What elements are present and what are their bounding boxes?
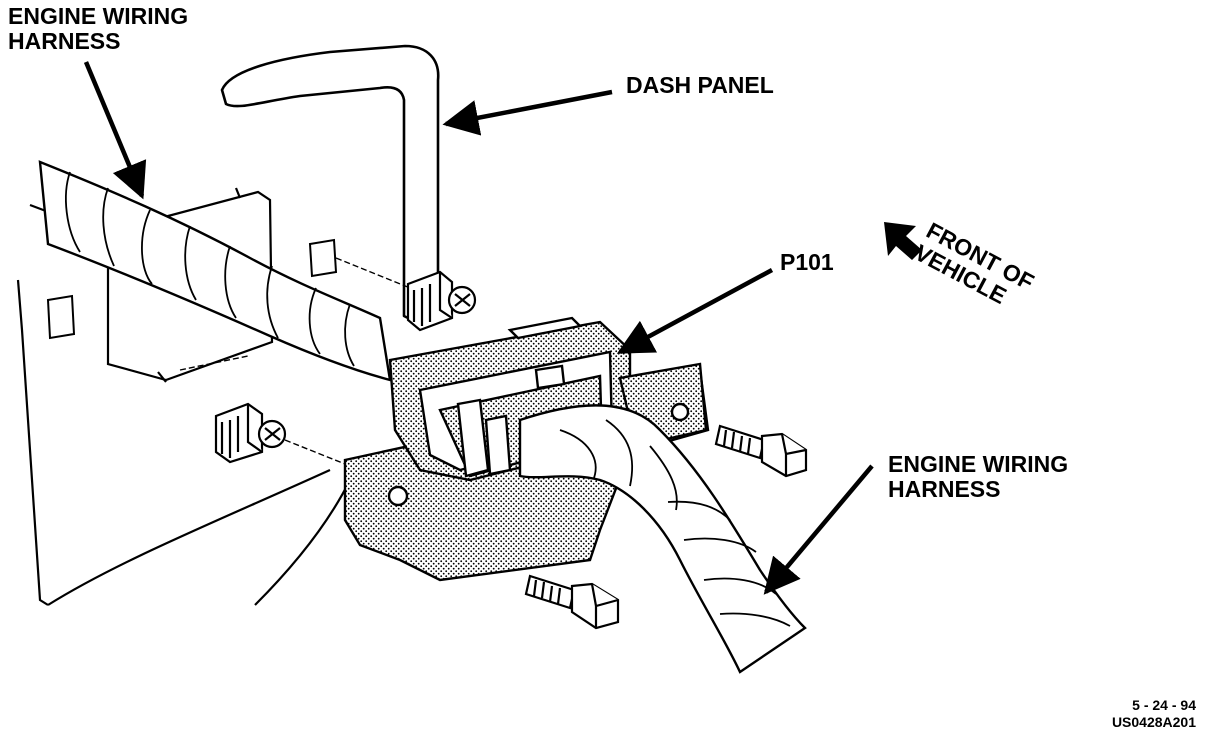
front-of-vehicle-arrow: [884, 222, 922, 260]
arrow-p101: [616, 268, 774, 354]
retainer-clip-lower: [214, 402, 287, 464]
harness-upper-bands: [65, 171, 355, 367]
label-harness-top: ENGINE WIRING HARNESS: [8, 4, 188, 54]
arrow-harness-right: [763, 464, 874, 595]
leader-arrows: [83, 61, 874, 595]
label-harness-right-line1: ENGINE WIRING: [888, 451, 1069, 477]
bolt-lower: [524, 574, 620, 630]
footer-code: US0428A201: [1111, 714, 1196, 730]
arrow-dash-panel: [442, 89, 613, 136]
harness-lower-bands: [559, 419, 791, 627]
panel-holes: [46, 238, 338, 340]
harness-lower: [518, 404, 807, 674]
harness-bracket-frame: [106, 187, 274, 383]
footer-date: 5 - 24 - 94: [1132, 697, 1196, 713]
label-dash-panel: DASH PANEL: [626, 72, 774, 98]
arrow-harness-top: [83, 61, 147, 200]
label-harness-top-line2: HARNESS: [8, 28, 121, 54]
label-harness-right-line2: HARNESS: [888, 476, 1001, 502]
label-harness-right: ENGINE WIRING HARNESS: [888, 452, 1068, 502]
bolt-upper: [714, 424, 808, 478]
footer-block: 5 - 24 - 94 US0428A201: [1112, 697, 1196, 731]
label-p101: P101: [780, 249, 834, 275]
retainer-clip-upper: [406, 270, 477, 332]
harness-upper: [38, 160, 392, 382]
label-harness-top-line1: ENGINE WIRING: [8, 3, 189, 29]
